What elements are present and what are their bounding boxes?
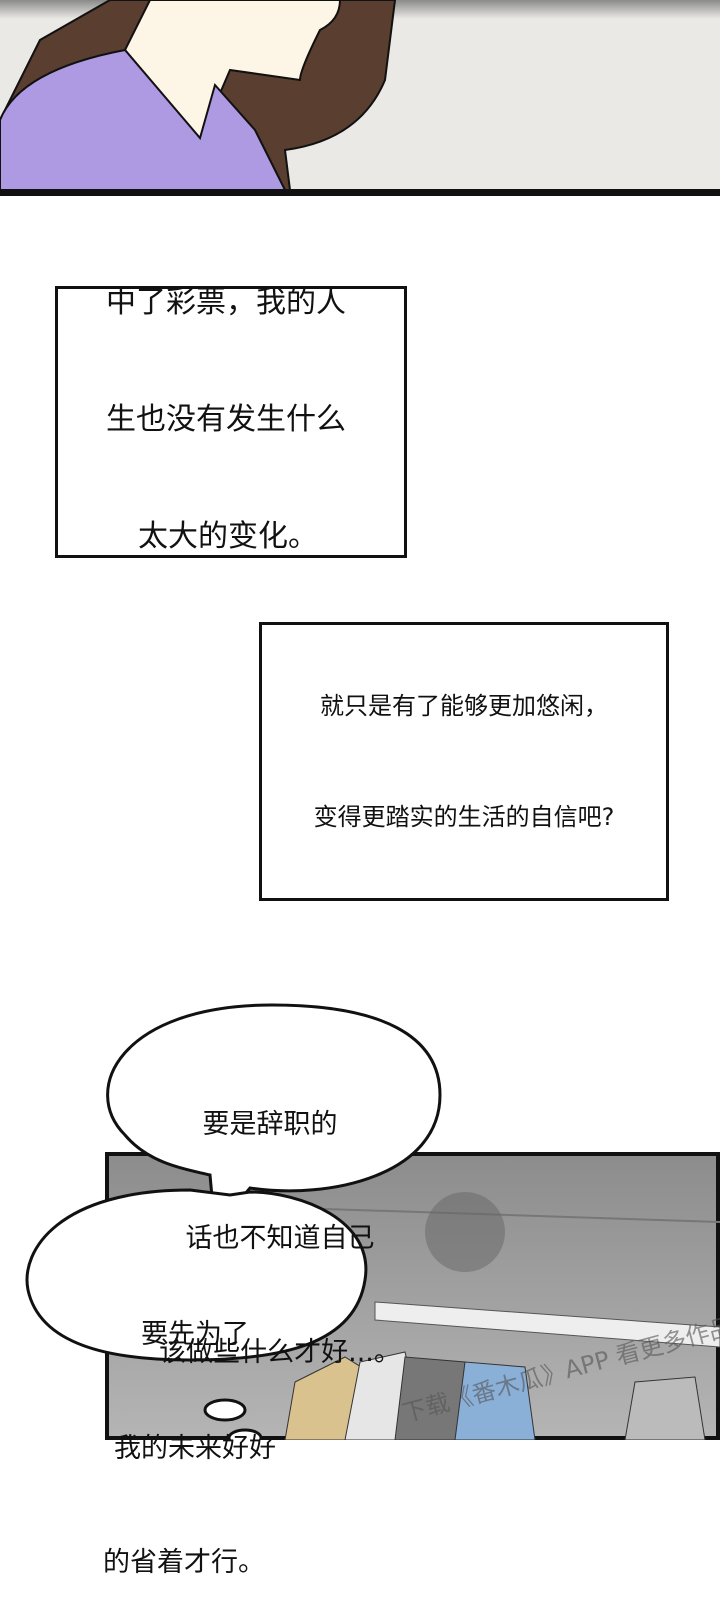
caption-line: 太大的变化。 <box>138 518 318 554</box>
caption-box: 中了彩票，我的人 生也没有发生什么 太大的变化。 <box>55 284 407 558</box>
speech-bubbles-graphic <box>25 1003 442 1440</box>
bubble-line: 要先为了 <box>141 1319 249 1350</box>
speech-bubble: 要先为了 我的未来好好 的省着才行。 <box>40 1240 350 1620</box>
caption-line: 生也没有发生什么 <box>106 401 346 437</box>
woman-illustration <box>0 0 720 196</box>
bubble-line: 我的未来好好 <box>114 1433 276 1464</box>
watermark-logo <box>425 1192 505 1272</box>
thought-dot <box>203 1398 247 1422</box>
caption-line: 中了彩票，我的人 <box>106 284 346 320</box>
thought-dot <box>227 1428 263 1440</box>
bubble-line: 话也不知道自己 <box>185 1223 375 1254</box>
top-panel <box>0 0 720 196</box>
bubble-line: 要是辞职的 <box>202 1109 338 1140</box>
bubble-line: 的省着才行。 <box>103 1547 265 1578</box>
speech-bubble: 要是辞职的 话也不知道自己 该做些什么才好...。 <box>120 1030 440 1410</box>
caption-line: 就只是有了能够更加悠闲， <box>320 691 608 720</box>
caption-line: 变得更踏实的生活的自信吧? <box>313 802 615 831</box>
bubble-line: 该做些什么才好...。 <box>159 1337 401 1368</box>
caption-box: 就只是有了能够更加悠闲， 变得更踏实的生活的自信吧? <box>259 622 669 901</box>
